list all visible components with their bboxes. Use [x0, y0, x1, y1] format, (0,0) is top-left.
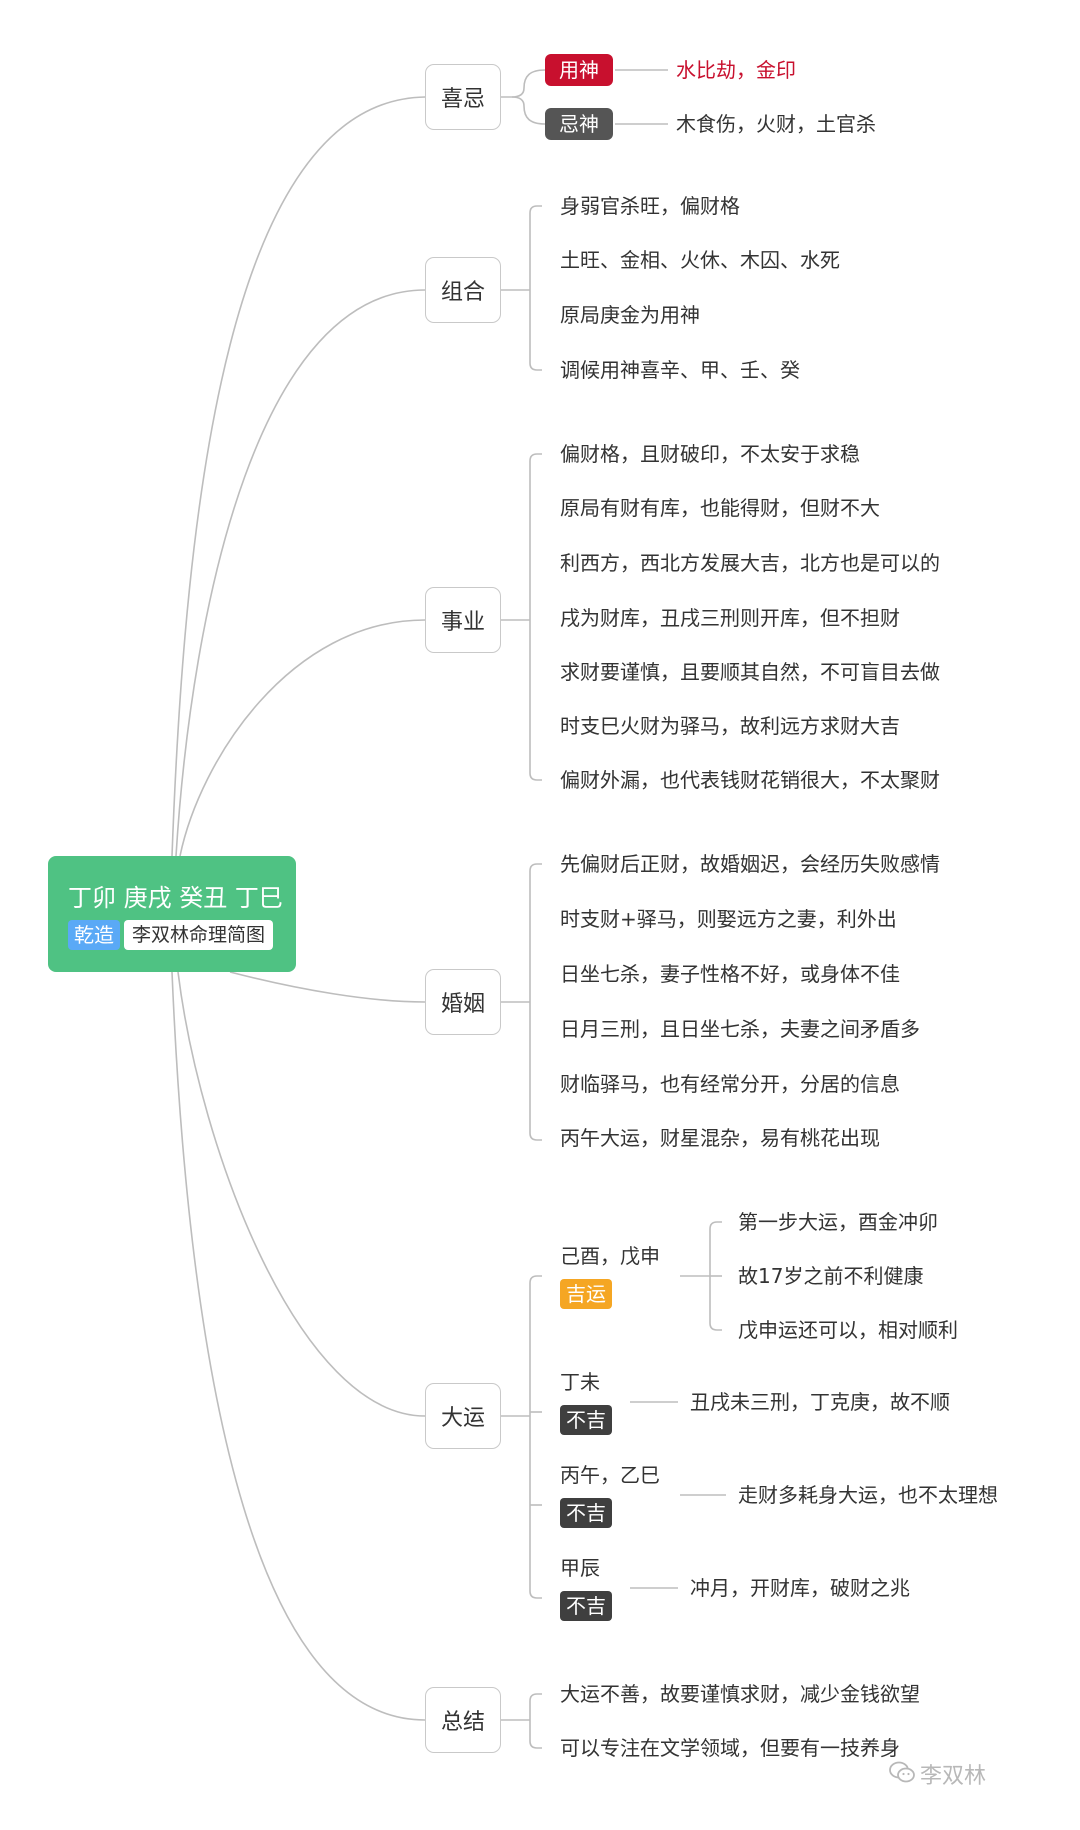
category-shiye[interactable]: 事业: [425, 587, 501, 653]
jishen-value[interactable]: 木食伤，火财，土官杀: [676, 112, 876, 136]
dayun-period[interactable]: 甲辰: [560, 1556, 600, 1580]
hunyin-item[interactable]: 丙午大运，财星混杂，易有桃花出现: [560, 1126, 880, 1150]
shiye-item[interactable]: 偏财格，且财破印，不太安于求稳: [560, 442, 860, 466]
dayun-note[interactable]: 冲月，开财库，破财之兆: [690, 1576, 910, 1600]
author-tag: 李双林命理简图: [124, 920, 274, 950]
category-dayun[interactable]: 大运: [425, 1383, 501, 1449]
root-node[interactable]: 丁卯 庚戌 癸丑 丁巳 乾造 李双林命理简图: [48, 856, 296, 972]
hunyin-item[interactable]: 财临驿马，也有经常分开，分居的信息: [560, 1072, 900, 1096]
wechat-icon: [889, 1761, 915, 1783]
link-root-hunyin: [229, 971, 426, 1003]
zongjie-item[interactable]: 大运不善，故要谨慎求财，减少金钱欲望: [560, 1682, 920, 1706]
dayun-period[interactable]: 丙午，乙巳: [560, 1463, 660, 1487]
yongshen-pill[interactable]: 用神: [545, 54, 613, 86]
dayun-note[interactable]: 走财多耗身大运，也不太理想: [738, 1483, 998, 1507]
link-root-shiye: [179, 619, 426, 857]
zuhe-item[interactable]: 身弱官杀旺，偏财格: [560, 194, 740, 218]
category-zongjie[interactable]: 总结: [425, 1687, 501, 1753]
bad-luck-badge: 不吉: [560, 1498, 612, 1528]
zongjie-item[interactable]: 可以专注在文学领域，但要有一技养身: [560, 1736, 900, 1760]
watermark-text: 李双林: [920, 1764, 987, 1789]
zuhe-item[interactable]: 土旺、金相、火休、木囚、水死: [560, 248, 840, 272]
link-root-xiji: [171, 96, 426, 857]
link-root-dayun: [177, 971, 426, 1417]
zuhe-item[interactable]: 原局庚金为用神: [560, 303, 700, 327]
link-root-zongjie: [171, 971, 426, 1721]
category-hunyin[interactable]: 婚姻: [425, 969, 501, 1035]
jishen-pill[interactable]: 忌神: [545, 108, 613, 140]
zuhe-item[interactable]: 调候用神喜辛、甲、壬、癸: [560, 358, 800, 382]
yongshen-value[interactable]: 水比劫，金印: [676, 58, 796, 82]
shiye-item[interactable]: 戌为财库，丑戌三刑则开库，但不担财: [560, 606, 900, 630]
shiye-item[interactable]: 求财要谨慎，且要顺其自然，不可盲目去做: [560, 660, 940, 684]
dayun-note[interactable]: 丑戌未三刑，丁克庚，故不顺: [690, 1390, 950, 1414]
good-luck-badge: 吉运: [560, 1279, 612, 1309]
shiye-item[interactable]: 利西方，西北方发展大吉，北方也是可以的: [560, 551, 940, 575]
dayun-period[interactable]: 己酉，戊申: [560, 1244, 660, 1268]
bad-luck-badge: 不吉: [560, 1405, 612, 1435]
shiye-item[interactable]: 时支巳火财为驿马，故利远方求财大吉: [560, 714, 900, 738]
category-zuhe[interactable]: 组合: [425, 257, 501, 323]
hunyin-item[interactable]: 日坐七杀，妻子性格不好，或身体不佳: [560, 962, 900, 986]
hunyin-item[interactable]: 时支财+驿马，则娶远方之妻，利外出: [560, 907, 897, 931]
link-root-zuhe: [175, 289, 426, 857]
dayun-note[interactable]: 故17岁之前不利健康: [738, 1264, 924, 1288]
dayun-period[interactable]: 丁未: [560, 1370, 600, 1394]
shiye-item[interactable]: 偏财外漏，也代表钱财花销很大，不太聚财: [560, 768, 940, 792]
dayun-note[interactable]: 戊申运还可以，相对顺利: [738, 1318, 958, 1342]
gender-tag: 乾造: [68, 920, 120, 950]
shiye-item[interactable]: 原局有财有库，也能得财，但财不大: [560, 496, 880, 520]
category-xiji[interactable]: 喜忌: [425, 64, 501, 130]
hunyin-item[interactable]: 日月三刑，且日坐七杀，夫妻之间矛盾多: [560, 1017, 920, 1041]
hunyin-item[interactable]: 先偏财后正财，故婚姻迟，会经历失败感情: [560, 852, 940, 876]
root-title: 丁卯 庚戌 癸丑 丁巳: [68, 884, 283, 912]
bad-luck-badge: 不吉: [560, 1591, 612, 1621]
dayun-note[interactable]: 第一步大运，酉金冲卯: [738, 1210, 938, 1234]
